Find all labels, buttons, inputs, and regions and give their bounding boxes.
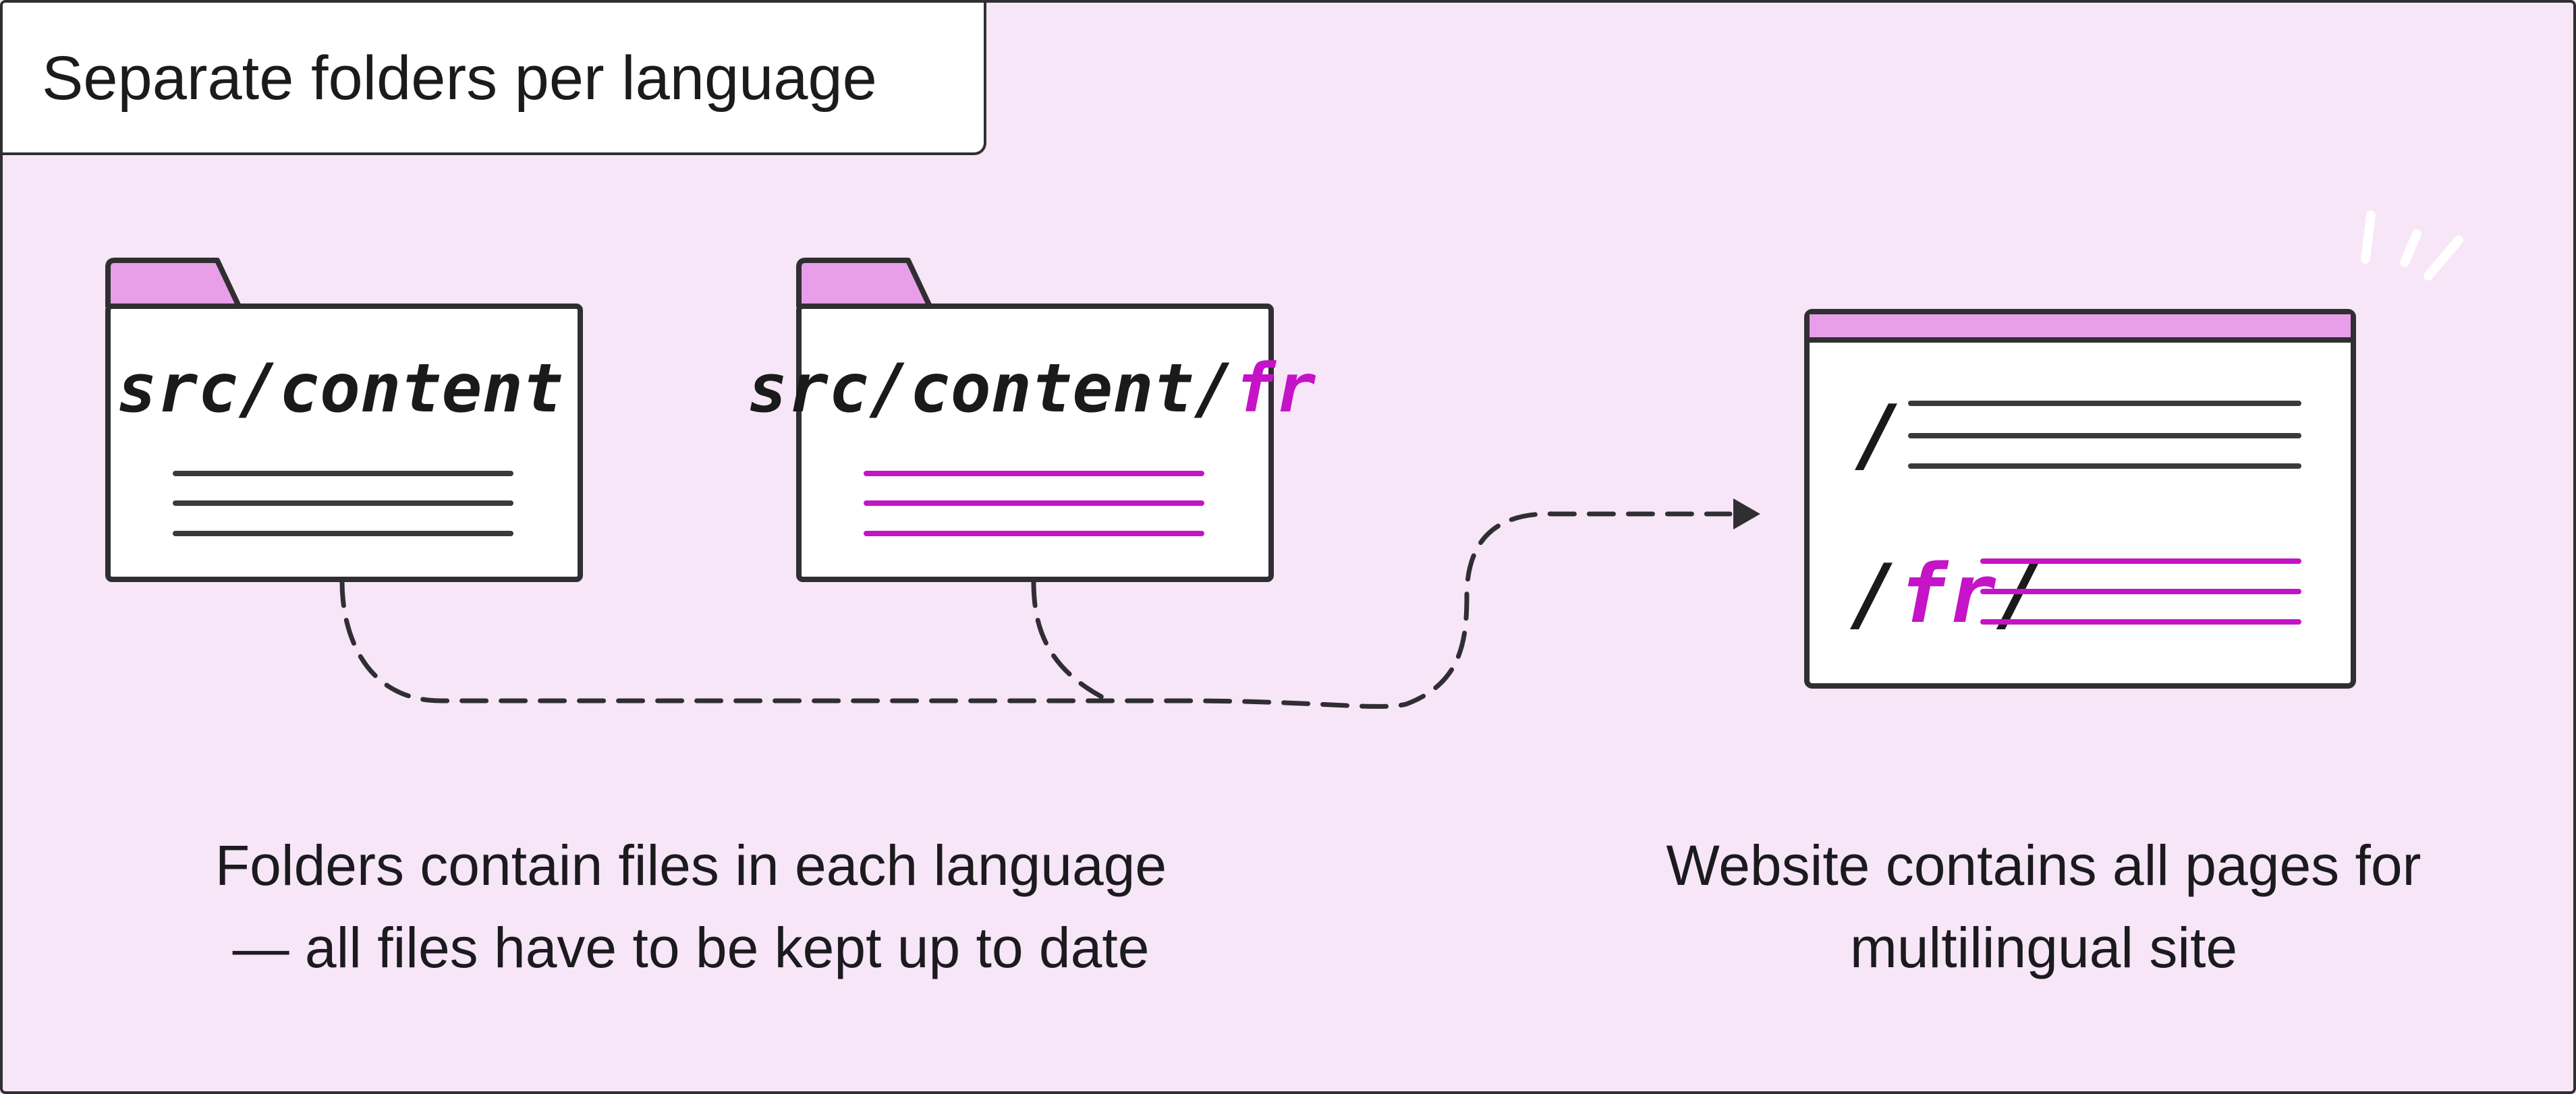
folder-path-label: src/content [117, 349, 563, 428]
arrowhead-icon [1733, 498, 1760, 529]
diagram-title: Separate folders per language [42, 44, 877, 113]
website-caption: Website contains all pages for multiling… [1548, 824, 2540, 989]
browser-title-bar [1810, 314, 2351, 340]
title-tab: Separate folders per language [3, 3, 986, 155]
route-label: /fr/ [1850, 548, 2045, 641]
folder-src-content: src/content [105, 258, 583, 582]
folder-src-content-fr: src/content/fr [748, 258, 1316, 582]
sparkle-icon [2361, 210, 2463, 281]
website-caption-line-1: Website contains all pages for [1666, 834, 2421, 897]
folder-tab [796, 258, 932, 309]
connector-branch-path [1031, 579, 1112, 703]
route-label: / [1855, 388, 1903, 482]
website-caption-line-2: multilingual site [1849, 916, 2238, 979]
folders-caption: Folders contain files in each language —… [84, 824, 1298, 989]
website-window: / /fr/ [1804, 309, 2356, 689]
folders-caption-line-2: — all files have to be kept up to date [232, 916, 1150, 979]
folder-tab [105, 258, 242, 309]
folder-body [796, 304, 1274, 582]
folder-body [105, 304, 583, 582]
diagram-canvas: src/content src/content/fr [105, 210, 2463, 709]
folder-path-label: src/content/fr [748, 349, 1316, 428]
folders-caption-line-1: Folders contain files in each language [215, 834, 1167, 897]
